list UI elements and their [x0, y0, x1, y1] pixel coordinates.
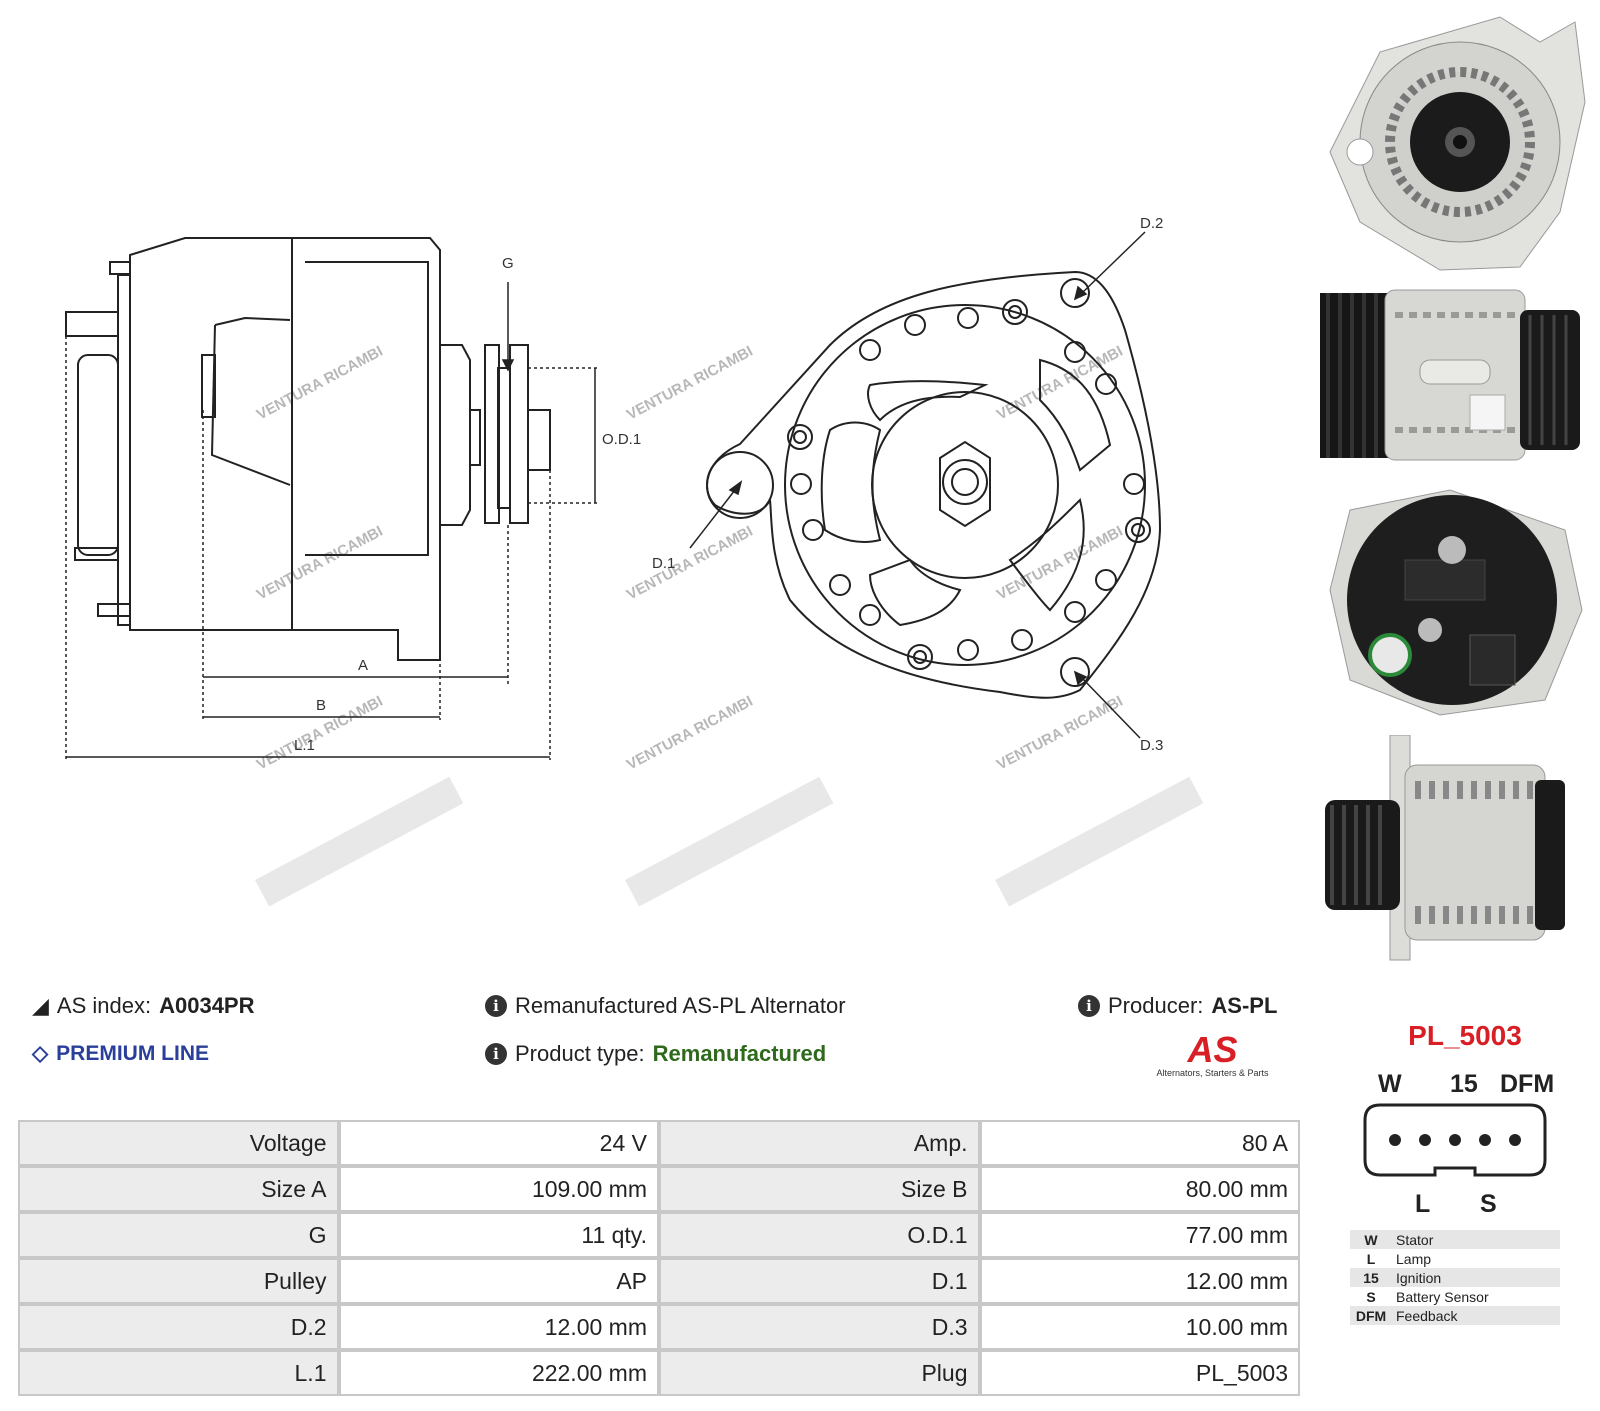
- technical-drawing: VENTURA RICAMBI VENTURA RICAMBI VENTURA …: [65, 215, 1204, 907]
- info-icon: i: [485, 995, 507, 1017]
- legend-key: DFM: [1350, 1306, 1392, 1325]
- info-icon: i: [1078, 995, 1100, 1017]
- spec-label: D.1: [659, 1258, 980, 1304]
- pin-label-w: W: [1378, 1070, 1402, 1098]
- spec-label: Amp.: [659, 1120, 980, 1166]
- front-view-leaders: [689, 231, 1146, 739]
- tag-icon: ◢: [32, 993, 49, 1018]
- legend-key: S: [1366, 1288, 1376, 1305]
- label-g: G: [502, 255, 514, 272]
- producer-value: AS-PL: [1211, 993, 1278, 1018]
- label-d3: D.3: [1140, 737, 1163, 754]
- side-view-dimensions: [65, 282, 600, 760]
- producer: i Producer: AS-PL: [1078, 993, 1277, 1019]
- spec-label: Size A: [18, 1166, 339, 1212]
- label-l1: L.1: [294, 737, 315, 754]
- as-index-label: AS index:: [56, 993, 152, 1018]
- diamond-icon: ◇: [32, 1042, 49, 1065]
- product-type-value: Remanufactured: [652, 1041, 827, 1066]
- legend-description: Lamp: [1396, 1250, 1432, 1267]
- product-type-label: Product type:: [515, 1041, 645, 1066]
- side-view: [65, 237, 551, 661]
- description-text: Remanufactured AS-PL Alternator: [515, 993, 846, 1018]
- as-index: ◢ AS index: A0034PR: [32, 993, 254, 1019]
- product-photo-rear: [1320, 480, 1590, 720]
- spec-value: 222.00 mm: [338, 1350, 659, 1396]
- spec-value: 80.00 mm: [979, 1166, 1300, 1212]
- label-od1: O.D.1: [602, 431, 641, 448]
- as-index-value: A0034PR: [159, 993, 255, 1018]
- spec-label: Voltage: [18, 1120, 339, 1166]
- pin-label-dfm: DFM: [1500, 1070, 1555, 1098]
- spec-label: O.D.1: [659, 1212, 980, 1258]
- spec-label: D.3: [659, 1304, 980, 1350]
- premium-line-label: PREMIUM LINE: [56, 1041, 209, 1065]
- legend-key: W: [1350, 1230, 1392, 1249]
- svg-text:VENTURA RICAMBI: VENTURA RICAMBI: [624, 343, 756, 424]
- brand-logo: AS Alternators, Starters & Parts: [1150, 1029, 1275, 1079]
- brand-logo-mark: AS: [1187, 1029, 1238, 1070]
- pin-label-s: S: [1480, 1190, 1497, 1218]
- label-a: A: [358, 657, 368, 674]
- plug-title: PL_5003: [1408, 1020, 1522, 1051]
- svg-text:VENTURA RICAMBI: VENTURA RICAMBI: [624, 693, 756, 774]
- legend-description: Battery Sensor: [1396, 1288, 1489, 1305]
- spec-value: 24 V: [338, 1120, 659, 1166]
- spec-value: 10.00 mm: [979, 1304, 1300, 1350]
- spec-value: 80 A: [979, 1120, 1300, 1166]
- product-type: i Product type: Remanufactured: [485, 1041, 826, 1067]
- producer-label: Producer:: [1108, 993, 1204, 1018]
- spec-value: 12.00 mm: [979, 1258, 1300, 1304]
- spec-value: 12.00 mm: [338, 1304, 659, 1350]
- pin-label-15: 15: [1450, 1070, 1478, 1098]
- legend-description: Feedback: [1392, 1306, 1560, 1325]
- svg-text:VENTURA RICAMBI: VENTURA RICAMBI: [994, 693, 1126, 774]
- legend-key: 15: [1350, 1268, 1392, 1287]
- legend-row: L Lamp: [1350, 1249, 1560, 1268]
- legend-key: L: [1366, 1250, 1376, 1267]
- brand-logo-tagline: Alternators, Starters & Parts: [1156, 1068, 1269, 1078]
- label-d1: D.1: [652, 555, 675, 572]
- svg-text:VENTURA RICAMBI: VENTURA RICAMBI: [254, 523, 386, 604]
- spec-value: 109.00 mm: [338, 1166, 659, 1212]
- plug-connector-diagram: [1363, 1103, 1547, 1177]
- premium-line: ◇ PREMIUM LINE: [32, 1041, 209, 1066]
- spec-label: Plug: [659, 1350, 980, 1396]
- spec-label: L.1: [18, 1350, 339, 1396]
- svg-text:VENTURA RICAMBI: VENTURA RICAMBI: [624, 523, 756, 604]
- spec-label: Pulley: [18, 1258, 339, 1304]
- spec-value: PL_5003: [979, 1350, 1300, 1396]
- svg-text:VENTURA RICAMBI: VENTURA RICAMBI: [254, 343, 386, 424]
- spec-label: D.2: [18, 1304, 339, 1350]
- spec-value: AP: [338, 1258, 659, 1304]
- product-photo-pulley-side: [1320, 734, 1590, 965]
- front-view: [706, 270, 1162, 699]
- legend-description: Ignition: [1392, 1268, 1560, 1287]
- product-photo-side: [1320, 285, 1590, 465]
- spec-value: 11 qty.: [338, 1212, 659, 1258]
- label-b: B: [316, 697, 326, 714]
- product-photo-front: [1320, 12, 1590, 274]
- spec-value: 77.00 mm: [979, 1212, 1300, 1258]
- description: i Remanufactured AS-PL Alternator: [485, 993, 846, 1019]
- info-icon: i: [485, 1043, 507, 1065]
- legend-description: Stator: [1392, 1230, 1560, 1249]
- pin-label-l: L: [1415, 1190, 1431, 1218]
- legend-row: S Battery Sensor: [1350, 1287, 1560, 1306]
- svg-text:VENTURA RICAMBI: VENTURA RICAMBI: [994, 343, 1126, 424]
- label-d2: D.2: [1140, 215, 1163, 232]
- spec-label: G: [18, 1212, 339, 1258]
- spec-label: Size B: [659, 1166, 980, 1212]
